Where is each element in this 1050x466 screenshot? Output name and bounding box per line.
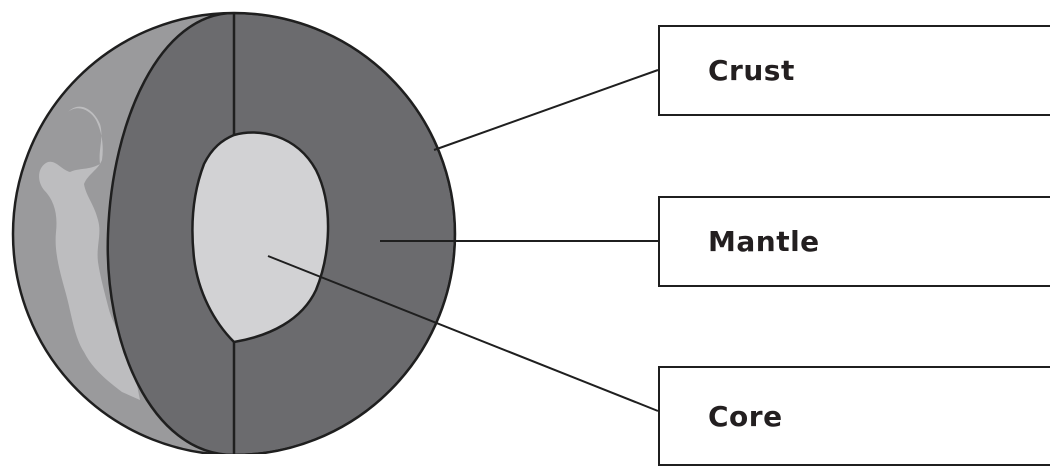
crust-label: Crust (708, 54, 795, 87)
core-label-box: Core (658, 366, 1050, 466)
continent-shape (39, 106, 140, 400)
mantle-label: Mantle (708, 225, 820, 258)
earth-outline (11, 11, 457, 454)
leader-line-crust (433, 69, 659, 151)
earth-layers-diagram (11, 11, 659, 454)
core-shape (191, 131, 330, 344)
leader-line-core (267, 255, 659, 412)
mantle-label-box: Mantle (658, 196, 1050, 287)
crust-label-box: Crust (658, 25, 1050, 116)
core-label: Core (708, 399, 783, 433)
